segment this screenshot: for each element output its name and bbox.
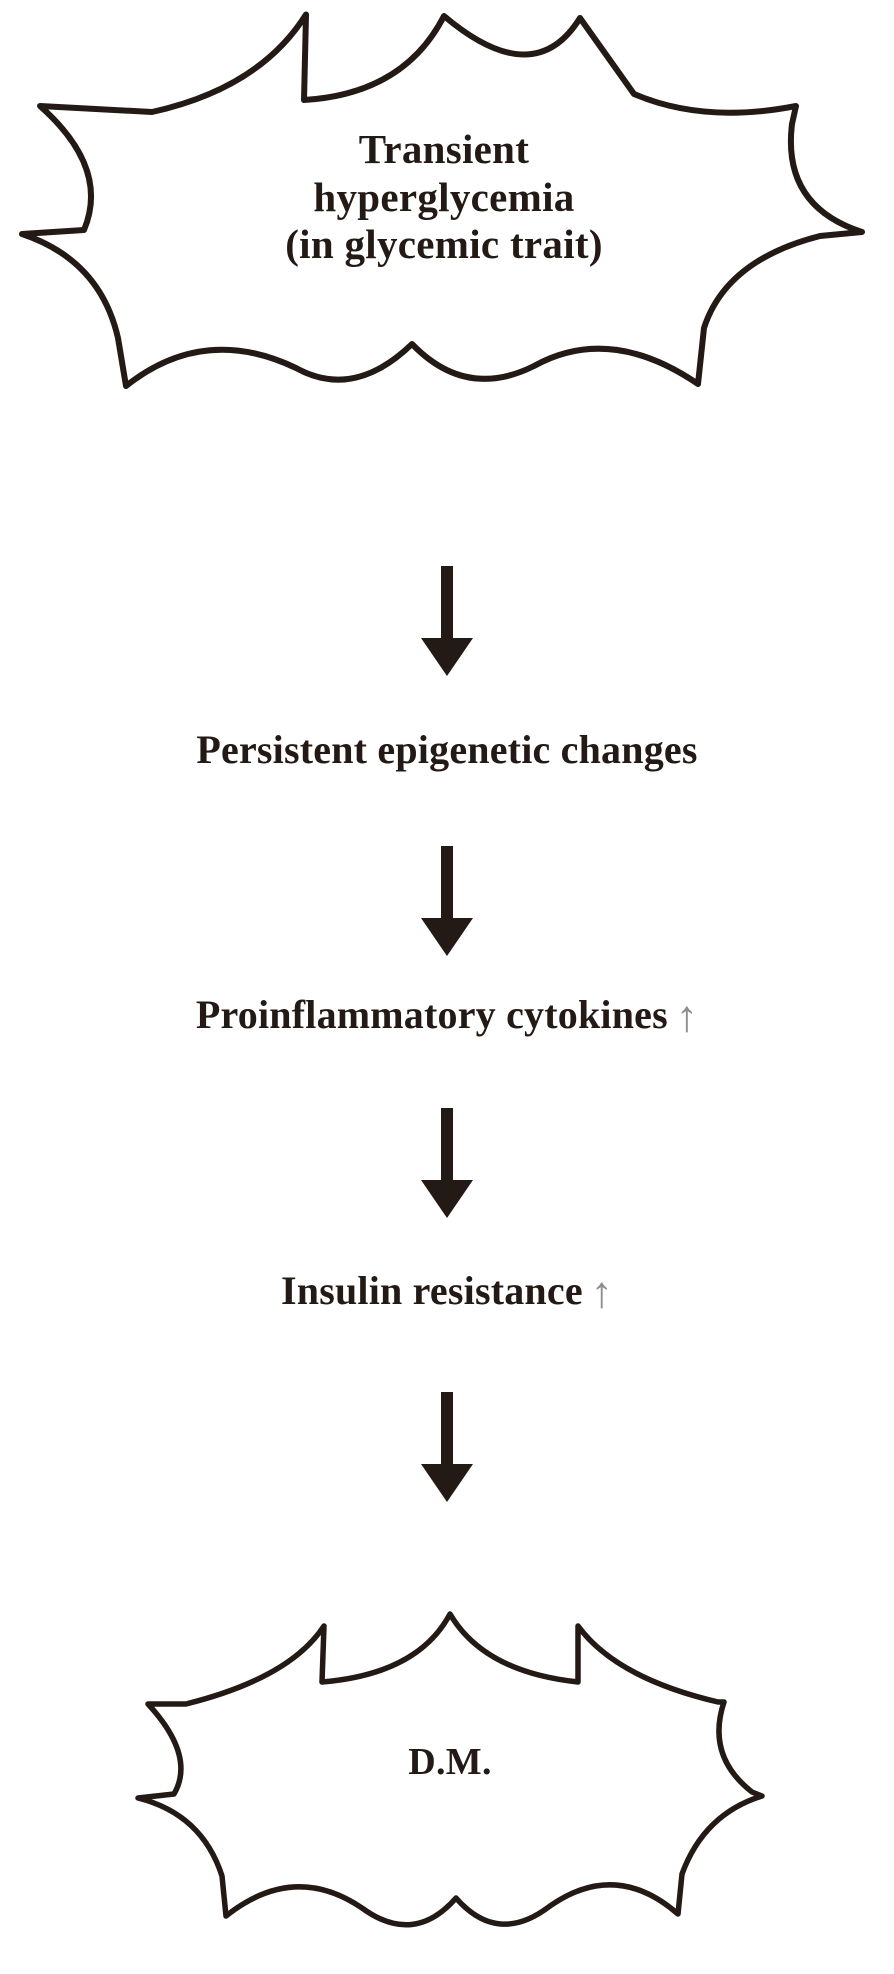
down-arrow-icon — [421, 1108, 473, 1218]
connector-arrow-3 — [0, 1108, 894, 1220]
node-label-insulin-resistance: Insulin resistance — [280, 1268, 583, 1313]
node-label-proinflammatory-cytokines: Proinflammatory cytokines — [195, 992, 668, 1037]
node-label-persistent-epigenetic-changes: Persistent epigenetic changes — [196, 727, 698, 772]
down-arrow-icon — [421, 1392, 473, 1502]
node-persistent-epigenetic-changes[interactable]: Persistent epigenetic changes — [0, 726, 894, 773]
node-diabetes-mellitus[interactable]: D.M. — [126, 1608, 774, 1938]
node-label-transient-hyperglycemia: Transient hyperglycemia (in glycemic tra… — [285, 126, 603, 268]
down-arrow-icon — [421, 846, 473, 956]
increase-arrow-icon: ↑ — [590, 1268, 613, 1317]
down-arrow-icon — [421, 566, 473, 676]
connector-arrow-1 — [0, 566, 894, 678]
node-label-diabetes-mellitus: D.M. — [408, 1741, 492, 1783]
node-transient-hyperglycemia[interactable]: Transient hyperglycemia (in glycemic tra… — [14, 8, 874, 392]
node-proinflammatory-cytokines[interactable]: Proinflammatory cytokines↑ — [0, 988, 894, 1041]
starburst-shape-icon — [135, 1611, 765, 1928]
node-insulin-resistance[interactable]: Insulin resistance↑ — [0, 1264, 894, 1317]
connector-arrow-2 — [0, 846, 894, 958]
connector-arrow-4 — [0, 1392, 894, 1504]
increase-arrow-icon: ↑ — [675, 992, 699, 1041]
starburst-shape-icon — [19, 11, 865, 389]
